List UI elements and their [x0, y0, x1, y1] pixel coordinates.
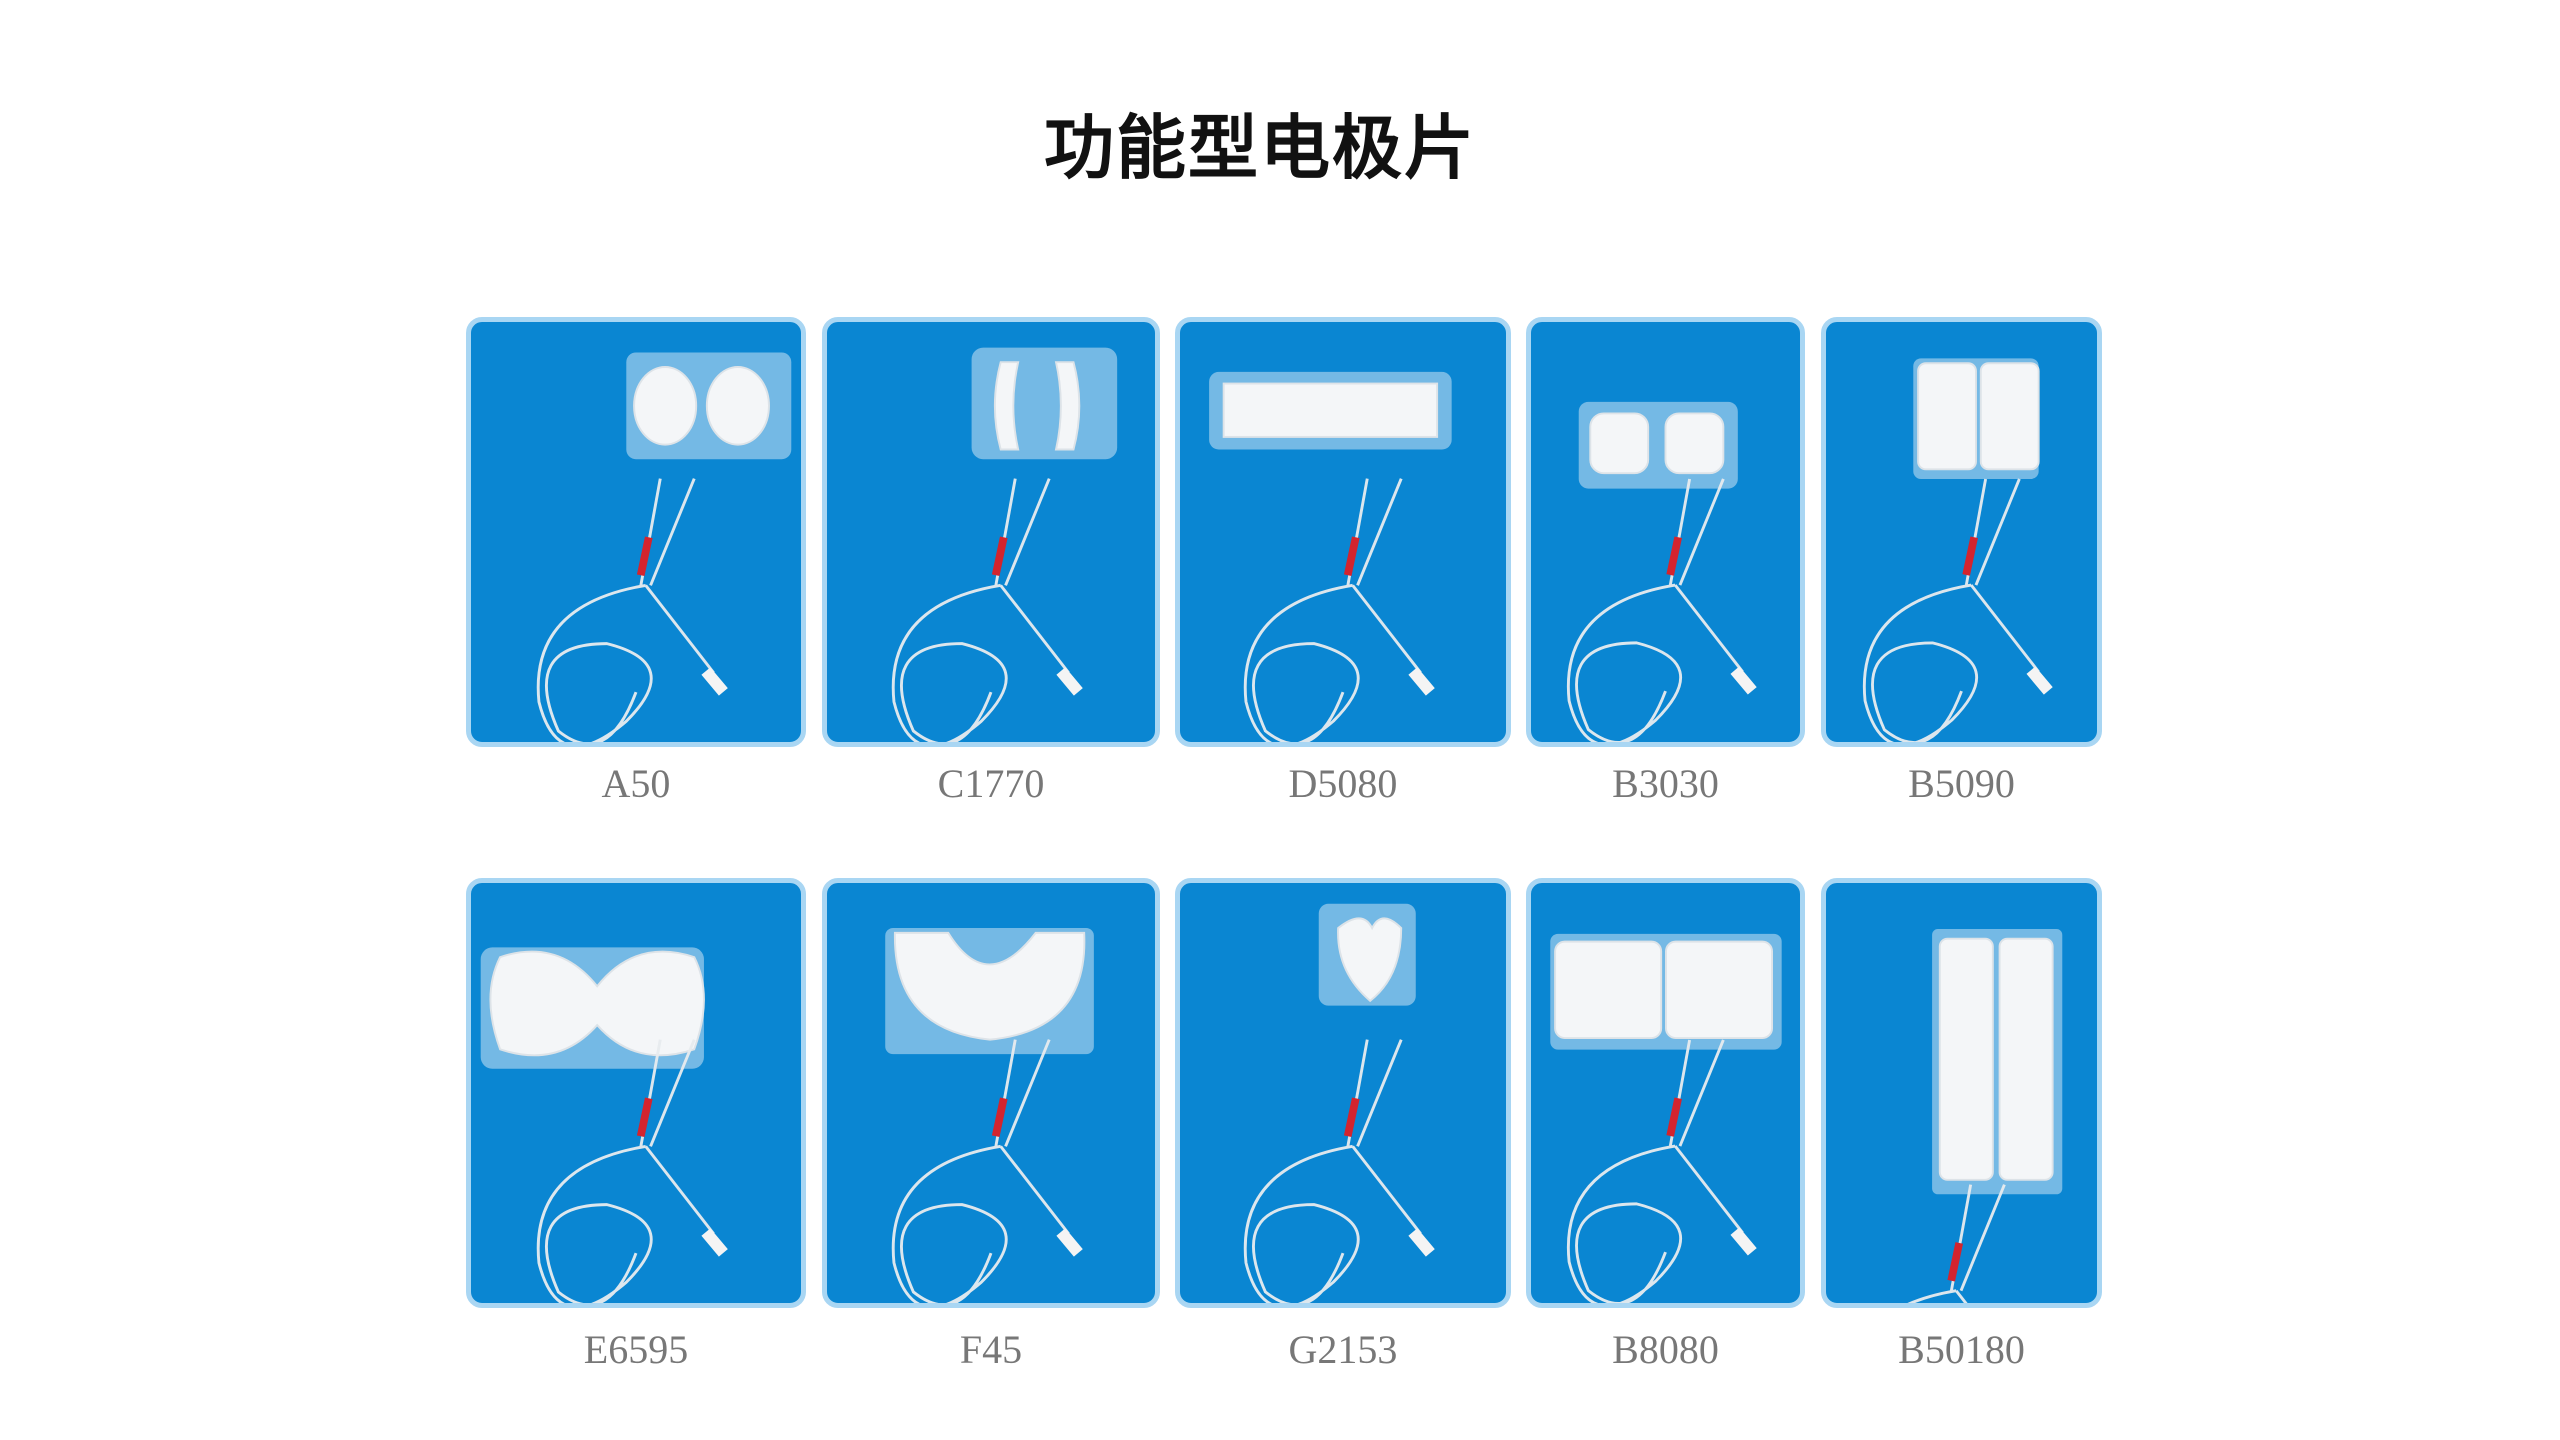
electrode-pad-image [1907, 929, 2063, 1303]
product-card-e6595[interactable] [466, 878, 806, 1308]
product-model-label: B8080 [1612, 1327, 1719, 1372]
product-model-label: F45 [959, 1327, 1023, 1372]
product-model-label: B3030 [1612, 761, 1719, 806]
product-model-label: B50180 [1898, 1327, 2025, 1372]
electrode-pad-image [1862, 358, 2053, 742]
product-card-b8080[interactable] [1526, 878, 1805, 1308]
product-card-f45[interactable] [822, 878, 1160, 1308]
product-card-b50180[interactable] [1821, 878, 2102, 1308]
electrode-pad-image [480, 947, 728, 1303]
product-card-d5080[interactable] [1175, 317, 1511, 747]
electrode-pad-image [891, 347, 1118, 742]
electrode-pad-image [536, 352, 792, 742]
product-model-label: D5080 [1288, 761, 1398, 806]
product-model-label: E6595 [583, 1327, 689, 1372]
product-model-label: B5090 [1908, 761, 2015, 806]
product-card-b3030[interactable] [1526, 317, 1805, 747]
product-model-label: G2153 [1288, 1327, 1398, 1372]
electrode-pad-image [885, 928, 1094, 1303]
electrode-pad-image [1566, 401, 1757, 742]
product-model-label: C1770 [937, 761, 1045, 806]
electrode-pad-image [1209, 371, 1452, 742]
product-card-b5090[interactable] [1821, 317, 2102, 747]
product-card-a50[interactable] [466, 317, 806, 747]
electrode-pad-image [1243, 903, 1435, 1303]
electrode-pad-image [1550, 933, 1782, 1303]
product-model-label: A50 [601, 761, 671, 806]
product-card-c1770[interactable] [822, 317, 1160, 747]
product-card-g2153[interactable] [1175, 878, 1511, 1308]
page-title: 功能型电极片 [1044, 106, 1476, 189]
